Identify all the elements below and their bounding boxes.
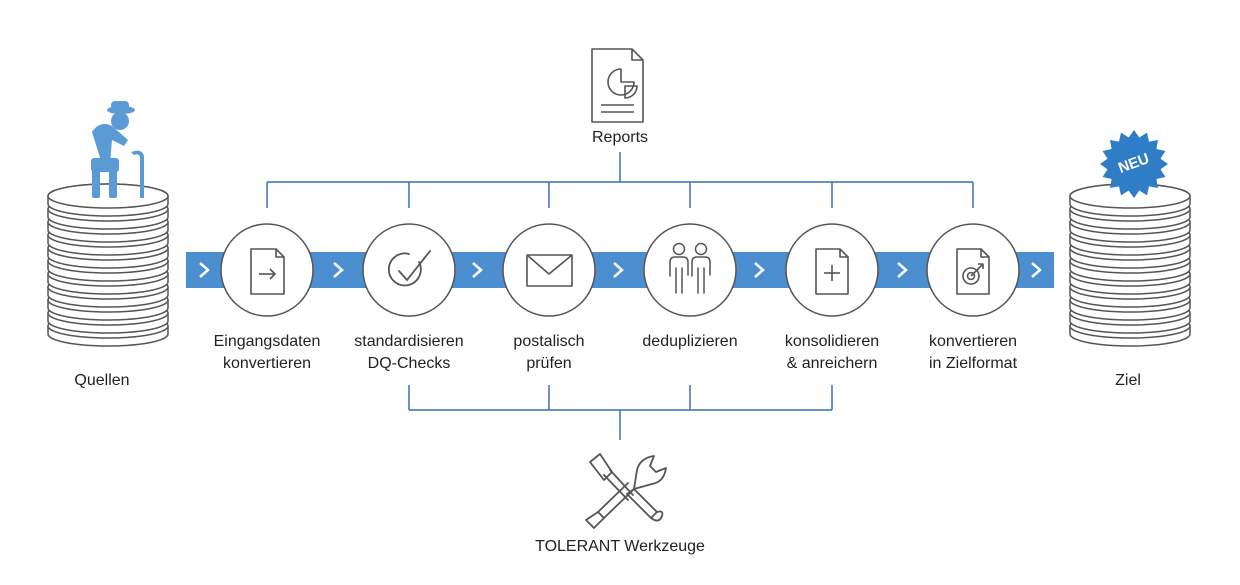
step-label-line: in Zielformat — [928, 355, 1018, 372]
reports-label: Reports — [591, 129, 649, 146]
step-label-line: standardisieren — [354, 333, 464, 350]
step-circle-6 — [926, 223, 1020, 317]
step-circle-2 — [362, 223, 456, 317]
step-label-line: deduplizieren — [642, 333, 738, 350]
step-label-3: postalisch prüfen — [479, 331, 619, 375]
report-document-icon — [591, 48, 644, 123]
sources-database — [47, 183, 169, 347]
step-label-2: standardisieren DQ-Checks — [339, 331, 479, 375]
step-circles — [220, 223, 1020, 317]
step-label-line: konvertieren — [222, 355, 312, 372]
step-circle-3 — [502, 223, 596, 317]
reports-connector — [266, 152, 974, 208]
step-circle-1 — [220, 223, 314, 317]
step-label-4: deduplizieren — [620, 331, 760, 353]
step-label-line: konsolidieren — [784, 333, 880, 350]
envelope-icon — [526, 254, 573, 287]
step-label-line: prüfen — [526, 355, 572, 372]
two-persons-icon — [669, 242, 711, 294]
checkmark-icon — [387, 250, 431, 287]
step-label-line: konvertieren — [928, 333, 1018, 350]
database-disk-top — [47, 183, 169, 209]
tools-label: TOLERANT Werkzeuge — [535, 538, 705, 555]
flow-band — [186, 252, 1054, 288]
step-label-5: konsolidieren & anreichern — [762, 331, 902, 375]
target-label: Ziel — [1115, 372, 1141, 389]
elderly-person-icon — [91, 101, 144, 198]
step-label-line: & anreichern — [786, 355, 878, 372]
file-target-icon — [956, 248, 990, 295]
file-arrow-icon — [250, 248, 285, 295]
target-database — [1069, 183, 1191, 347]
screwdriver-wrench-icon — [585, 453, 667, 529]
new-badge: NEU — [1100, 130, 1168, 198]
sources-label: Quellen — [74, 372, 130, 389]
file-plus-icon — [815, 248, 849, 295]
flow-chevrons — [199, 262, 1042, 278]
step-label-line: postalisch — [513, 333, 585, 350]
step-circle-4 — [643, 223, 737, 317]
step-label-line: DQ-Checks — [367, 355, 451, 372]
step-label-line: Eingangsdaten — [213, 333, 321, 350]
tools-connector — [408, 385, 833, 440]
step-label-6: konvertieren in Zielformat — [903, 331, 1043, 375]
step-label-1: Eingangsdaten konvertieren — [197, 331, 337, 375]
